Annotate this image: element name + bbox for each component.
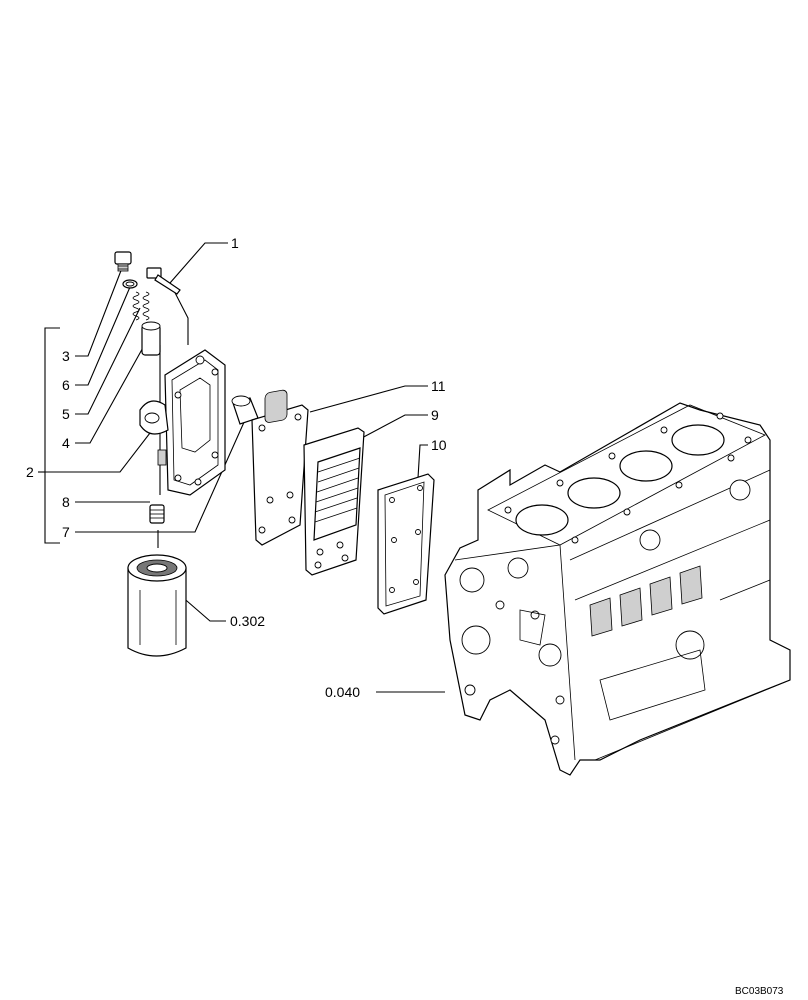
oil-cooler-housing bbox=[139, 349, 226, 496]
callout-9: 9 bbox=[431, 407, 439, 423]
valve-part-4 bbox=[141, 321, 161, 356]
callout-6: 6 bbox=[62, 377, 70, 393]
callout-4: 4 bbox=[62, 435, 70, 451]
callout-1: 1 bbox=[231, 235, 239, 251]
cooler-core-part-9 bbox=[303, 427, 365, 576]
callout-3: 3 bbox=[62, 348, 70, 364]
callout-2: 2 bbox=[26, 464, 34, 480]
gasket-part-10 bbox=[377, 473, 435, 615]
callout-10: 10 bbox=[431, 437, 447, 453]
washer-part-6 bbox=[122, 279, 138, 289]
callout-engine-block-ref: 0.040 bbox=[325, 684, 360, 700]
spring-part-5 bbox=[132, 291, 150, 321]
callout-7: 7 bbox=[62, 524, 70, 540]
callout-8: 8 bbox=[62, 494, 70, 510]
callout-5: 5 bbox=[62, 406, 70, 422]
callout-labels: 1 3 6 5 4 2 8 7 11 9 10 0.302 0.040 BC03… bbox=[26, 235, 784, 997]
gasket-part-11 bbox=[251, 389, 309, 546]
plug-part-3 bbox=[114, 251, 132, 272]
callout-11: 11 bbox=[431, 378, 446, 394]
engine-block bbox=[444, 402, 791, 776]
nipple-part-8 bbox=[149, 504, 165, 524]
drawing-code: BC03B073 bbox=[735, 986, 784, 997]
callout-oil-filter-ref: 0.302 bbox=[230, 613, 265, 629]
bolt-part-1 bbox=[146, 267, 181, 295]
leader-lines bbox=[38, 242, 445, 693]
oil-filter bbox=[127, 554, 187, 657]
